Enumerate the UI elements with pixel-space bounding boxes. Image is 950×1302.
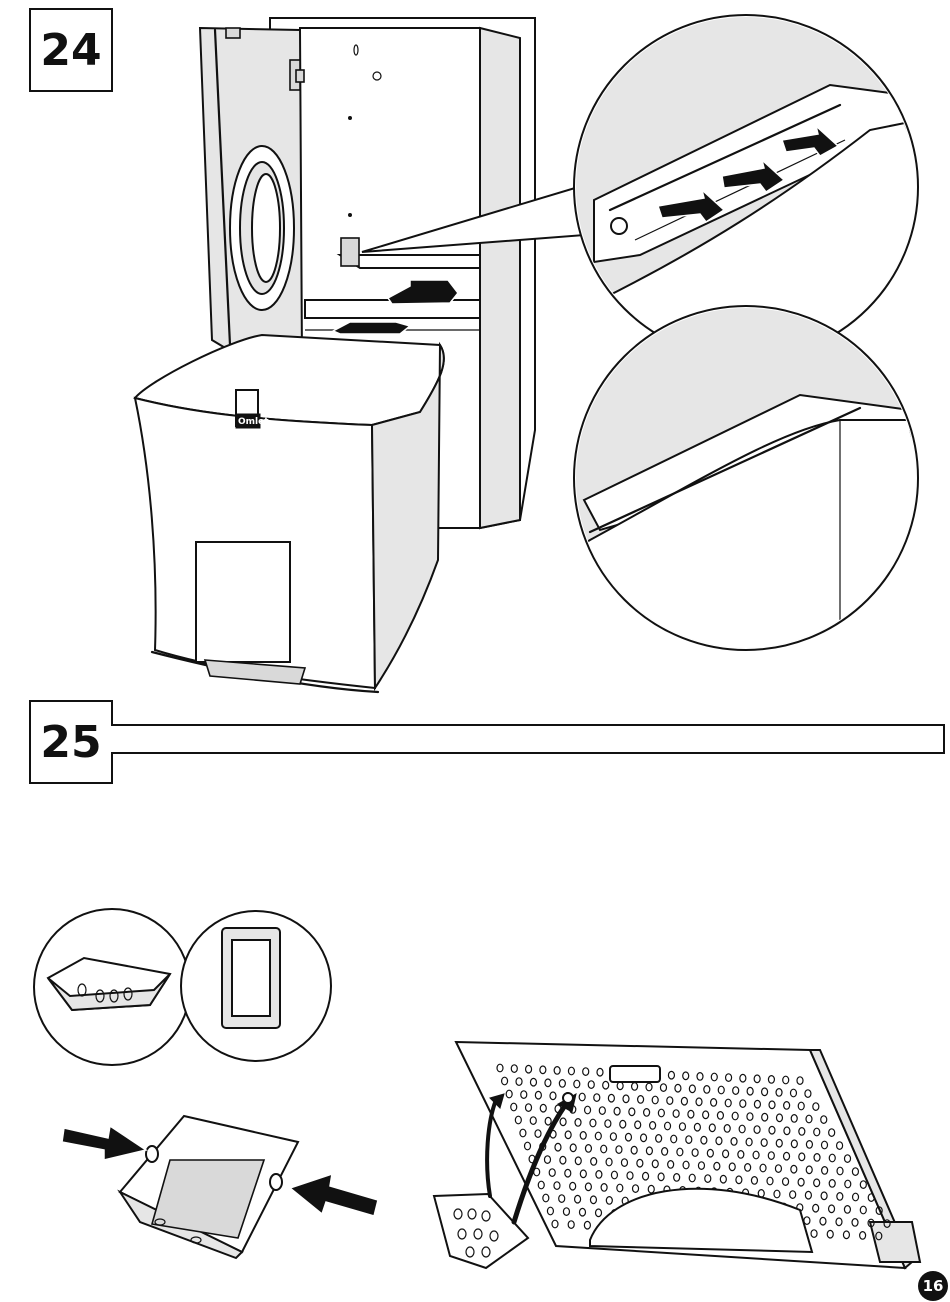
brand-logo-label: Omlet <box>238 417 269 427</box>
cabinet-illustration: Omlet <box>135 18 535 692</box>
perforated-panel-illustration <box>434 1042 920 1268</box>
detail-circle-rail-seated <box>574 300 920 650</box>
detail-circle-tray <box>34 909 190 1065</box>
tray-illustration <box>62 1116 378 1258</box>
detail-circle-door-panel <box>181 911 331 1061</box>
